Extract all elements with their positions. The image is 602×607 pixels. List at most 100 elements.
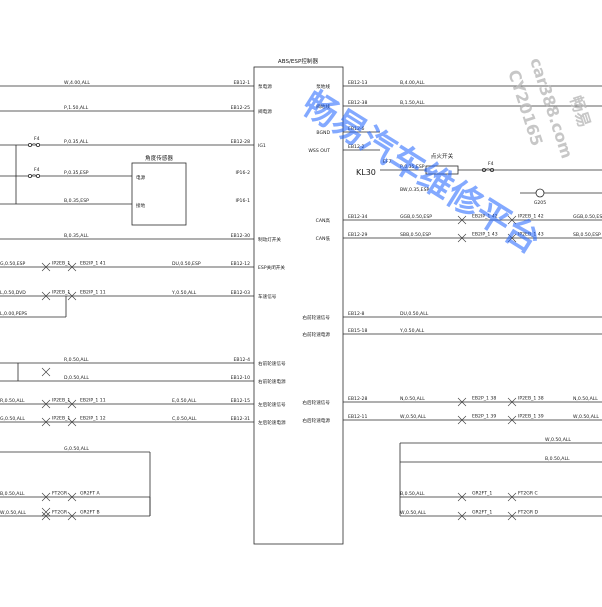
pin-function: 泵电源 — [258, 83, 272, 90]
connector-symbol — [457, 397, 467, 407]
pin-label: EB12-15 — [231, 398, 250, 404]
connector-symbol — [457, 492, 467, 502]
pin-function: 右前轮速信号 — [302, 314, 330, 321]
wire-code: C,0.50,ALL — [172, 416, 197, 422]
wire-code: P,1.50,ALL — [64, 105, 89, 111]
pin-function: 阀电源 — [258, 108, 272, 115]
fuse-element — [31, 174, 37, 177]
connector-label: IP2EB_1 38 — [518, 396, 544, 402]
connector-label: EB2IP_1 11 — [80, 398, 106, 404]
connector-symbol — [41, 262, 51, 272]
pin-function: 制动灯开关 — [258, 236, 281, 243]
connector-label: IP2EB_1 — [52, 290, 70, 296]
pin-function: 左后轮速电源 — [258, 419, 286, 426]
connector-label: EB2IP_1 43 — [472, 232, 498, 238]
wire-code: B,0.35,ESP — [64, 198, 89, 204]
wire-code: DU,0.50,ESP — [172, 261, 201, 267]
connector-symbol — [67, 492, 77, 502]
connector-symbol — [67, 291, 77, 301]
pin-function: 阀地线 — [316, 103, 330, 110]
wire-code: L,0.00,PEPS — [0, 311, 27, 317]
pin-function: 右后轮速信号 — [302, 399, 330, 406]
sensor-pin-function: 电源 — [136, 174, 146, 181]
wire-code: N,0.50,ALL — [400, 396, 425, 402]
wire-code: G,0.50,ALL — [0, 416, 25, 422]
wire-code: R,0.50,ALL — [0, 398, 25, 404]
wire-code: G,0.50,ALL — [64, 446, 89, 452]
connector-label: FT2GR C — [518, 491, 538, 497]
pin-label: EB12-30 — [231, 233, 250, 239]
connector-label: IP2EB_1 — [52, 416, 70, 422]
connector-symbol — [67, 262, 77, 272]
pin-function: 左后轮速信号 — [258, 401, 286, 408]
wire-code: B,1.50,ALL — [400, 100, 425, 106]
connector-symbol — [457, 215, 467, 225]
pin-function: 右后轮速电源 — [302, 417, 330, 424]
ground-point — [535, 188, 545, 198]
controller-title: ABS/ESP控制器 — [278, 57, 319, 65]
diagram-structure — [0, 66, 602, 545]
connector-label: GR2FT_1 — [472, 510, 492, 516]
connector-symbol — [457, 415, 467, 425]
connector-label: FT2GR — [52, 510, 68, 516]
wire-code: SB,0.50,ESP — [573, 232, 601, 238]
pin-label: EB12-28 — [348, 396, 367, 402]
wire-code: GGB,0.50,ESP — [400, 214, 432, 220]
wire-code: G,0.50,ESP — [0, 261, 26, 267]
wire-code: P,0.35,ESP — [400, 164, 425, 170]
wire-code: N,0.50,ALL — [573, 396, 598, 402]
connector-label: IP2EB_1 43 — [518, 232, 544, 238]
pin-function: CAN低 — [316, 235, 331, 242]
connector-label: GR2FT_1 — [472, 491, 492, 497]
connector-symbol — [507, 215, 517, 225]
connector-label: EB2IP_1 41 — [80, 261, 106, 267]
pin-label: EB12-34 — [348, 214, 367, 220]
wire-code: W,0.50,ALL — [573, 414, 599, 420]
sensor-pin-function: 接地 — [136, 202, 146, 209]
angle-sensor-title: 角度传感器 — [145, 154, 173, 162]
connector-symbol — [507, 397, 517, 407]
pin-label: EB12-8 — [348, 311, 365, 317]
connector-symbol — [41, 291, 51, 301]
pin-label: EB12-03 — [231, 290, 250, 296]
fuse-label: F4 — [34, 136, 40, 142]
ignition-switch-label: 点火开关 — [431, 152, 454, 160]
pin-function: 右前轮速电源 — [302, 331, 330, 338]
wire-code: B,0.50,ALL — [400, 491, 425, 497]
connector-symbol — [41, 399, 51, 409]
wire-code: W,0.50,ALL — [0, 510, 26, 516]
connector-symbol — [41, 417, 51, 427]
pin-label: EB12-25 — [231, 105, 250, 111]
wire-code: B,4.00,ALL — [400, 80, 425, 86]
pin-label: EB12-29 — [348, 232, 367, 238]
pin-label: EB12-2 — [348, 144, 365, 150]
connector-symbol — [67, 399, 77, 409]
wire-code: DU,0.50,ALL — [400, 311, 429, 317]
connector-label: FT2GR D — [518, 510, 539, 516]
connector-label: EB2IP_1 11 — [80, 290, 106, 296]
connector-label: GR2FT B — [80, 510, 100, 516]
pin-function: ESP关闭开关 — [258, 264, 285, 271]
pin-label: EB12-13 — [348, 80, 367, 86]
angle-sensor-box — [131, 162, 187, 226]
connector-symbol — [41, 492, 51, 502]
connector-label: EB2IP_1 42 — [472, 214, 498, 220]
wire-code: B,0.50,ALL — [0, 491, 25, 497]
fuse-element — [485, 168, 491, 171]
wire-code: Y,0.50,ALL — [399, 328, 425, 334]
watermark-corner: 畅易 — [566, 93, 594, 129]
pin-function: 车速信号 — [258, 293, 277, 300]
pin-function: 右前轮速信号 — [258, 360, 286, 367]
pin-label: EF7 — [383, 159, 392, 165]
pin-label: IP16-1 — [235, 198, 250, 204]
abs-esp-controller-box — [253, 66, 344, 545]
connector-symbol — [507, 415, 517, 425]
connector-label: GR2FT A — [80, 491, 101, 497]
connector-symbol — [67, 511, 77, 521]
pin-function: WSS OUT — [308, 148, 330, 154]
connector-symbol — [507, 233, 517, 243]
connector-symbol — [457, 233, 467, 243]
wire-code: W,0.50,ALL — [400, 510, 426, 516]
pin-label: EB12-38 — [348, 100, 367, 106]
